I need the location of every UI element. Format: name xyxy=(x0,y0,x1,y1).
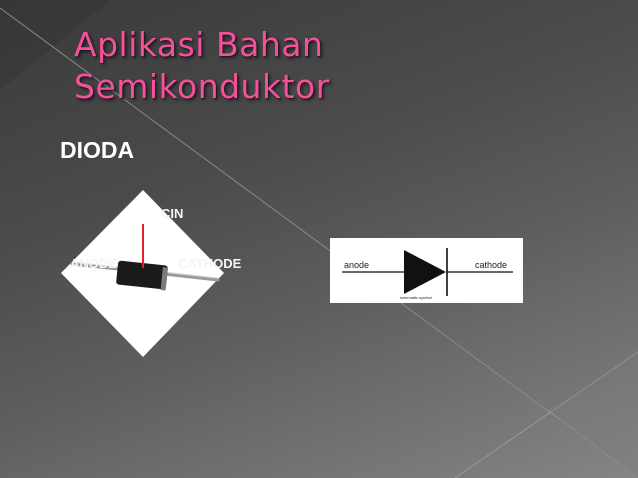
diode-symbol-drawing xyxy=(342,248,513,296)
symbol-caption: schematic symbol xyxy=(400,295,432,300)
diode-triangle-icon xyxy=(404,250,446,294)
slide-title-line-2: Semikonduktor xyxy=(74,67,330,106)
diode-label-top: CIN xyxy=(161,206,184,221)
slide-title-line-1: Aplikasi Bahan xyxy=(74,25,324,64)
slide-title: Aplikasi Bahan Semikonduktor xyxy=(74,24,330,108)
diode-body xyxy=(116,260,168,290)
cathode-label: cathode xyxy=(475,260,508,270)
diode-label-anode: ANODE xyxy=(70,256,117,271)
diode-label-cathode: CATHODE xyxy=(178,256,242,271)
cathode-band xyxy=(160,267,168,291)
anode-label: anode xyxy=(344,260,370,270)
diode-schematic-symbol: anode cathode schematic symbol xyxy=(330,238,523,303)
section-heading: DIODA xyxy=(60,137,135,163)
